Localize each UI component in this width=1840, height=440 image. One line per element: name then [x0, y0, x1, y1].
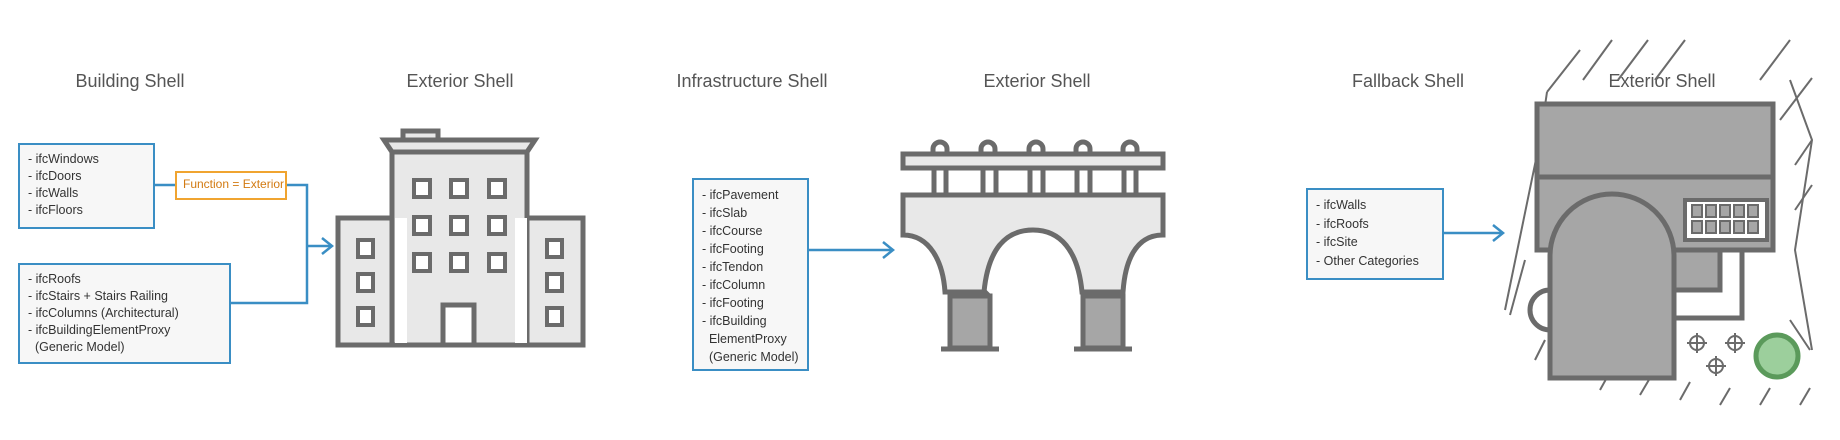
- arrow-head-icon: [882, 241, 896, 259]
- category-item: - ifcColumn: [702, 278, 766, 292]
- panel-title-fallback-shell: Fallback Shell: [1351, 71, 1465, 91]
- category-item: - ifcCourse: [702, 224, 763, 238]
- panel-title-exterior-shell-2: Exterior Shell: [983, 71, 1091, 91]
- category-item: - ifcFooting: [702, 296, 764, 310]
- panel-title-building-shell: Building Shell: [75, 71, 185, 91]
- category-item: - ifcRoofs: [28, 272, 81, 286]
- category-item: - ifcBuilding: [702, 314, 767, 328]
- category-item: - ifcPavement: [702, 188, 779, 202]
- panel-title-exterior-shell-1: Exterior Shell: [406, 71, 514, 91]
- survey-point-icon: [1687, 333, 1745, 376]
- category-item: - ifcWalls: [1316, 198, 1367, 212]
- category-item: - ifcSite: [1316, 235, 1358, 249]
- category-item: - ifcTendon: [702, 260, 764, 274]
- category-item: - ifcFloors: [28, 203, 83, 217]
- category-item: - ifcWalls: [28, 186, 79, 200]
- fallback-category-box: - ifcWalls - ifcRoofs - ifcSite - Other …: [1306, 188, 1444, 280]
- category-item: - ifcSlab: [702, 206, 748, 220]
- arrow-head-icon: [1492, 224, 1506, 242]
- panel-title-exterior-shell-3: Exterior Shell: [1608, 71, 1716, 91]
- function-exterior-filter: Function = Exterior: [175, 171, 287, 200]
- panel-title-infrastructure-shell: Infrastructure Shell: [676, 71, 828, 91]
- arrow-head-icon: [321, 237, 335, 255]
- category-item: - ifcBuildingElementProxy: [28, 323, 171, 337]
- category-item: - ifcRoofs: [1316, 216, 1369, 231]
- building-icon: [335, 128, 586, 348]
- building-bottom-category-box: - ifcRoofs - ifcStairs + Stairs Railing …: [18, 263, 231, 364]
- category-item: ElementProxy: [702, 332, 787, 346]
- category-item: - ifcFooting: [702, 242, 764, 256]
- building-top-category-box: - ifcWindows - ifcDoors - ifcWalls - ifc…: [18, 143, 155, 229]
- bridge-icon: [900, 139, 1166, 352]
- connector-line: [231, 183, 309, 305]
- building-windows: [356, 178, 564, 327]
- tree-icon: [1753, 332, 1801, 380]
- category-item: (Generic Model): [28, 340, 125, 354]
- category-item: - ifcDoors: [28, 169, 82, 183]
- category-item: - ifcStairs + Stairs Railing: [28, 289, 168, 303]
- category-item: - ifcWindows: [28, 152, 99, 166]
- connector-arrows: [155, 183, 1506, 305]
- category-item: (Generic Model): [702, 350, 799, 364]
- category-item: - ifcColumns (Architectural): [28, 306, 179, 320]
- infrastructure-category-box: - ifcPavement - ifcSlab - ifcCourse - if…: [692, 178, 809, 371]
- category-item: - Other Categories: [1316, 253, 1419, 268]
- site-plan-icon: [1504, 39, 1814, 406]
